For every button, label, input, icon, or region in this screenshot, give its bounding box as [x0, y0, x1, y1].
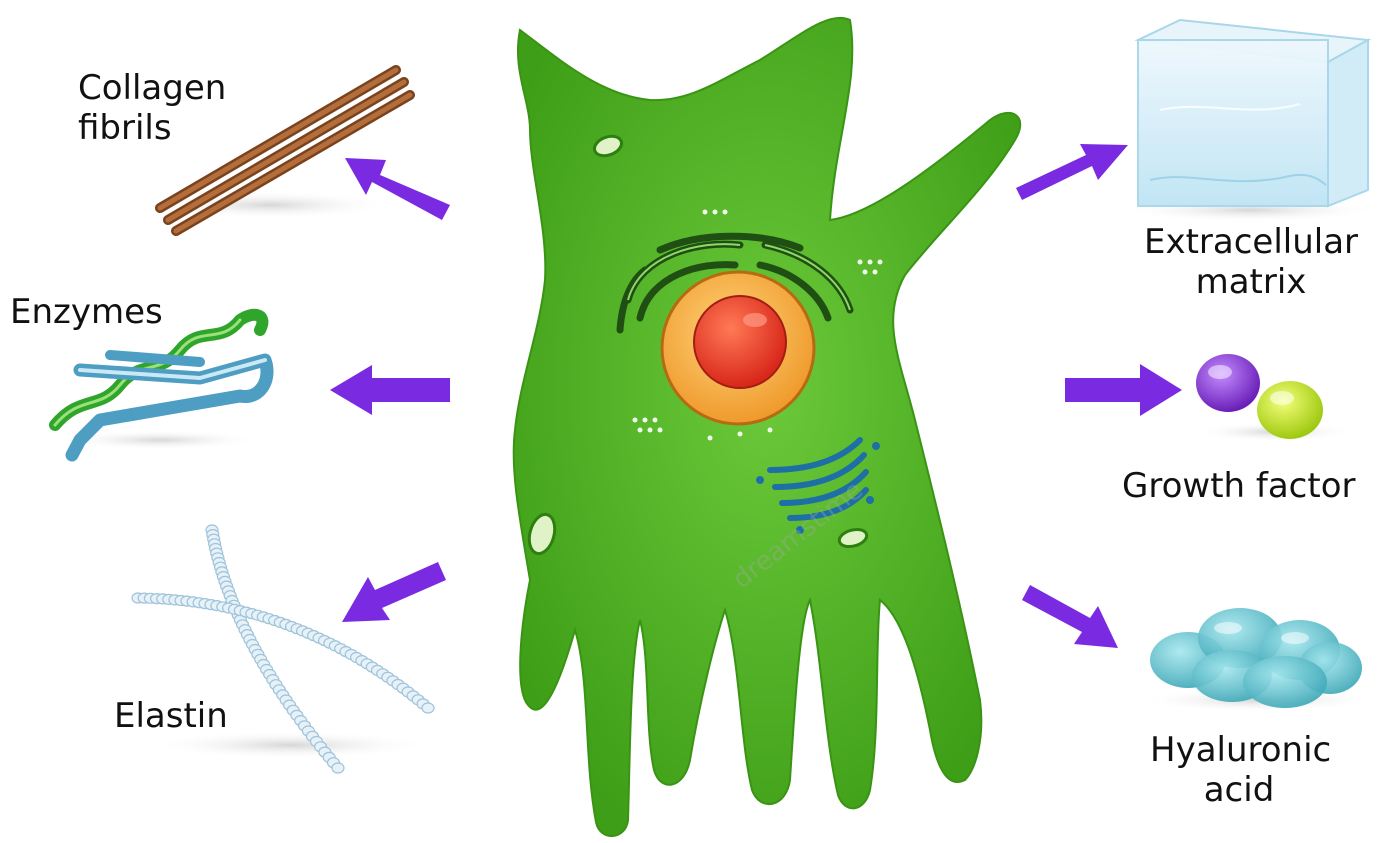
fibroblast-cell — [514, 18, 1021, 836]
label-hyaluronic-line2: acid — [1150, 770, 1328, 810]
label-collagen-fibrils: Collagen fibrils — [78, 68, 226, 148]
label-elastin: Elastin — [114, 696, 228, 736]
enzyme-protein-illustration — [55, 315, 267, 455]
extracellular-matrix-cube — [1120, 20, 1380, 222]
label-enzymes: Enzymes — [10, 292, 163, 332]
arrow-to-matrix — [1016, 144, 1128, 200]
growth-factor-illustration — [1195, 354, 1355, 442]
label-hyaluronic-line1: Hyaluronic — [1150, 730, 1328, 770]
arrow-to-growth — [1065, 364, 1182, 416]
label-hyaluronic-acid: Hyaluronic acid — [1150, 730, 1328, 810]
label-growth-factor: Growth factor — [1122, 466, 1355, 506]
nucleus — [662, 272, 814, 424]
arrow-to-enzymes — [330, 365, 450, 415]
label-extracellular-line1: Extracellular — [1136, 222, 1366, 262]
label-collagen-line2: fibrils — [78, 108, 226, 148]
label-collagen-line1: Collagen — [78, 68, 226, 108]
hyaluronic-acid-illustration — [1138, 608, 1378, 712]
arrow-to-hyaluronic — [1022, 585, 1118, 648]
arrow-to-elastin — [342, 562, 446, 622]
label-extracellular-matrix: Extracellular matrix — [1136, 222, 1366, 302]
label-extracellular-line2: matrix — [1136, 262, 1366, 302]
